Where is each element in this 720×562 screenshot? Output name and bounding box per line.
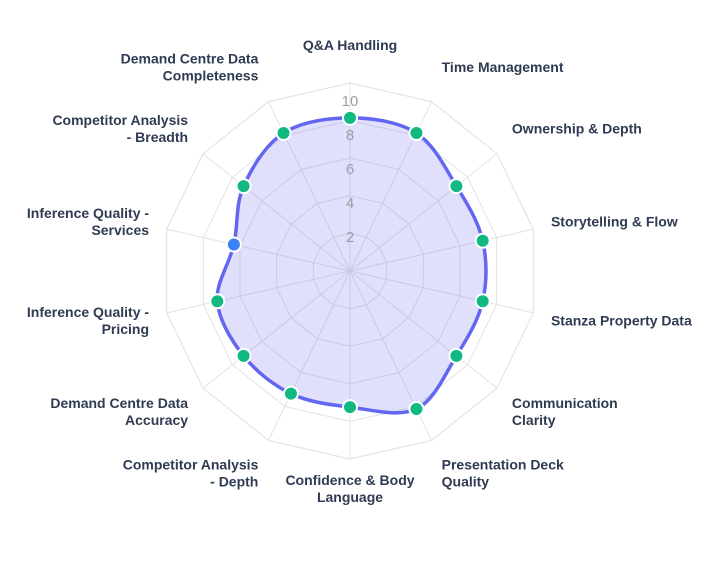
data-point xyxy=(448,347,465,364)
axis-label-line: - Depth xyxy=(210,474,258,490)
axis-label-line: - Breadth xyxy=(127,129,188,145)
axis-label-line: Confidence & Body xyxy=(285,472,414,488)
grid-spoke xyxy=(166,270,351,314)
axis-label-line: Ownership & Depth xyxy=(512,121,642,137)
grid-spoke xyxy=(349,270,534,314)
axis-label-line: Services xyxy=(91,222,149,238)
data-point xyxy=(474,232,491,249)
grid-spoke xyxy=(267,270,351,441)
radial-tick-label: 8 xyxy=(346,127,354,144)
grid-spoke xyxy=(349,228,534,272)
radial-tick-labels: 2 4 6 8 10 xyxy=(342,93,359,246)
axis-label: Ownership & Depth xyxy=(512,121,642,137)
data-point xyxy=(448,178,465,195)
axis-label: Stanza Property Data xyxy=(551,312,692,328)
data-point xyxy=(275,125,292,142)
radial-tick-label: 6 xyxy=(346,161,354,178)
data-point xyxy=(342,399,358,416)
axis-label: Inference Quality -Pricing xyxy=(27,304,149,337)
axis-label-line: Communication xyxy=(512,395,618,411)
axis-label-line: Clarity xyxy=(512,412,556,428)
axis-label-line: Quality xyxy=(442,474,490,490)
data-point xyxy=(235,178,252,195)
grid-spoke xyxy=(166,228,351,272)
grid-spoke xyxy=(349,270,498,389)
axis-label-line: Stanza Property Data xyxy=(551,312,692,328)
axis-label: Q&A Handling xyxy=(303,37,397,53)
axis-label: Inference Quality -Services xyxy=(27,205,149,238)
axis-label-line: Storytelling & Flow xyxy=(551,214,678,230)
grid-spoke xyxy=(349,153,498,272)
axis-label-line: Completeness xyxy=(163,67,259,83)
axis-label-line: Competitor Analysis xyxy=(123,457,259,473)
grid-spoke xyxy=(202,270,351,389)
data-point xyxy=(408,125,425,142)
radial-tick-label: 10 xyxy=(342,93,359,110)
radar-points xyxy=(209,109,491,417)
axis-label: Storytelling & Flow xyxy=(551,214,678,230)
axis-label-line: Inference Quality - xyxy=(27,304,149,320)
data-point xyxy=(474,293,491,310)
axis-label-line: Presentation Deck xyxy=(442,457,564,473)
data-point xyxy=(235,347,252,364)
data-point xyxy=(408,400,425,417)
axis-label: Time Management xyxy=(442,59,564,75)
grid-spoke xyxy=(202,153,351,272)
data-point xyxy=(342,109,358,126)
axis-label-line: Time Management xyxy=(442,59,564,75)
radial-tick-label: 4 xyxy=(346,195,354,212)
data-point xyxy=(209,293,226,310)
data-point xyxy=(282,385,299,402)
axis-label-line: Demand Centre Data xyxy=(121,50,259,66)
axis-label: Competitor Analysis- Breadth xyxy=(52,112,188,145)
axis-label: Competitor Analysis- Depth xyxy=(123,457,259,490)
data-point xyxy=(225,236,242,253)
axis-label-line: Accuracy xyxy=(125,412,188,428)
axis-label-line: Language xyxy=(317,489,383,505)
axis-label-line: Inference Quality - xyxy=(27,205,149,221)
axis-label-line: Demand Centre Data xyxy=(50,395,188,411)
radial-tick-label: 2 xyxy=(346,229,354,246)
radar-grid xyxy=(166,82,534,460)
axis-label-line: Pricing xyxy=(102,321,149,337)
axis-label-line: Q&A Handling xyxy=(303,37,397,53)
axis-label-line: Competitor Analysis xyxy=(52,112,188,128)
